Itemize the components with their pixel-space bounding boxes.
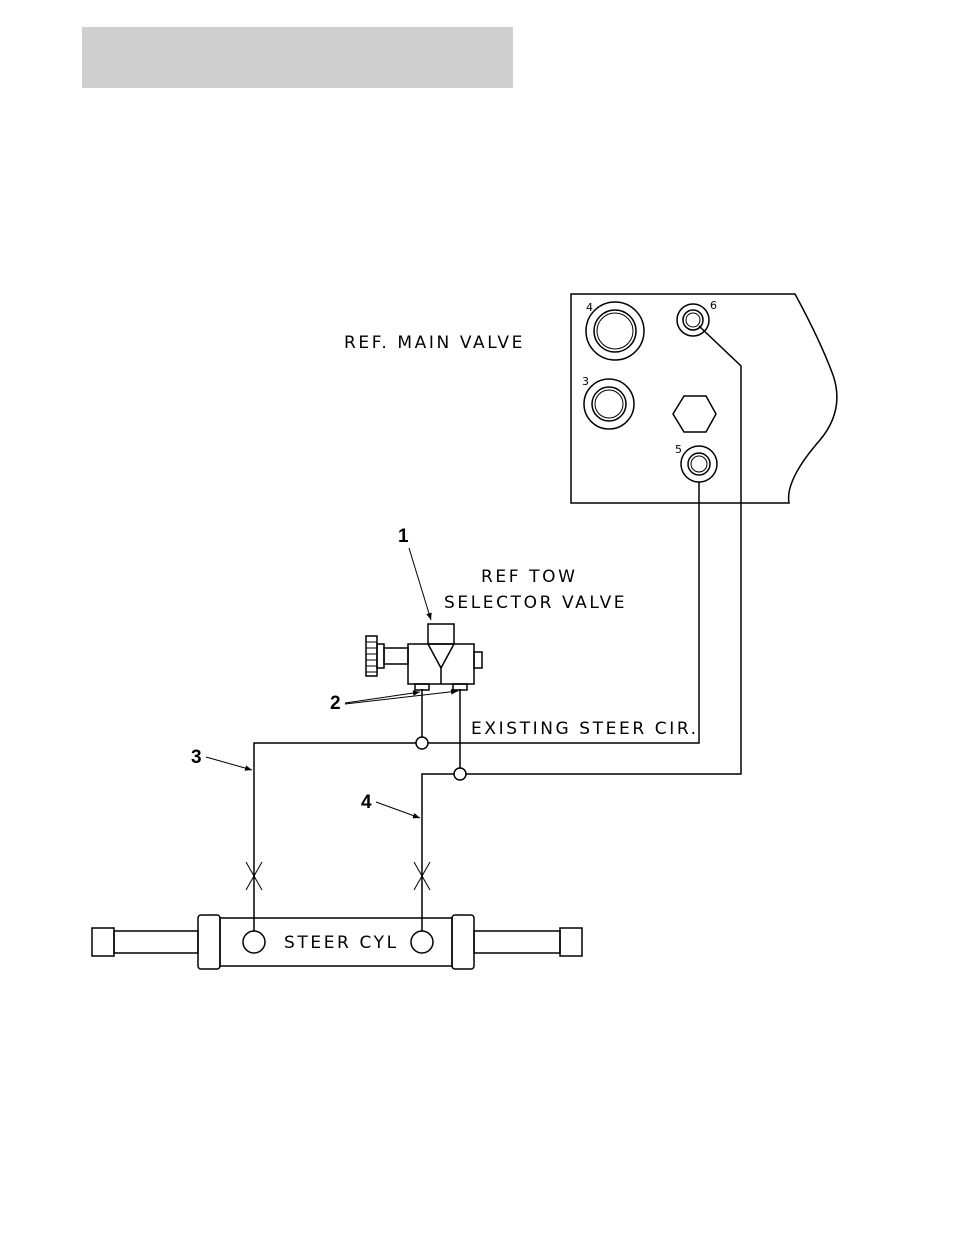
- steer-cyl-label: STEER CYL: [284, 933, 399, 953]
- port-5: [681, 446, 717, 482]
- main-valve: 4 3 6 5: [571, 294, 837, 503]
- port-3: [584, 379, 634, 429]
- port-label-6: 6: [710, 299, 717, 312]
- callout-4: 4: [361, 792, 372, 813]
- port-label-3: 3: [582, 375, 589, 388]
- tow-valve-label-line1: REF TOW: [481, 567, 578, 587]
- callout-2: 2: [330, 693, 341, 714]
- cyl-port-right: [411, 931, 433, 953]
- hydraulic-lines: [246, 326, 741, 931]
- callout-3: 3: [191, 747, 202, 768]
- existing-circuit-label: EXISTING STEER CIR.: [471, 719, 699, 739]
- tow-valve-label-line2: SELECTOR VALVE: [444, 593, 627, 613]
- callout-3-leader: [206, 757, 252, 770]
- callout-1: 1: [398, 526, 409, 547]
- hex-plug: [673, 396, 716, 432]
- cyl-port-left: [243, 931, 265, 953]
- callout-4-leader: [376, 802, 420, 818]
- junction-b: [454, 768, 466, 780]
- junction-a: [416, 737, 428, 749]
- port-label-4: 4: [586, 301, 593, 314]
- port-4: [586, 302, 644, 360]
- callout-1-leader: [409, 548, 431, 620]
- port-label-5: 5: [675, 443, 682, 456]
- callout-2-leader-b: [345, 691, 458, 704]
- callout-2-leader-a: [345, 692, 420, 703]
- tow-selector-valve: [366, 624, 482, 690]
- main-valve-label: REF. MAIN VALVE: [344, 333, 525, 353]
